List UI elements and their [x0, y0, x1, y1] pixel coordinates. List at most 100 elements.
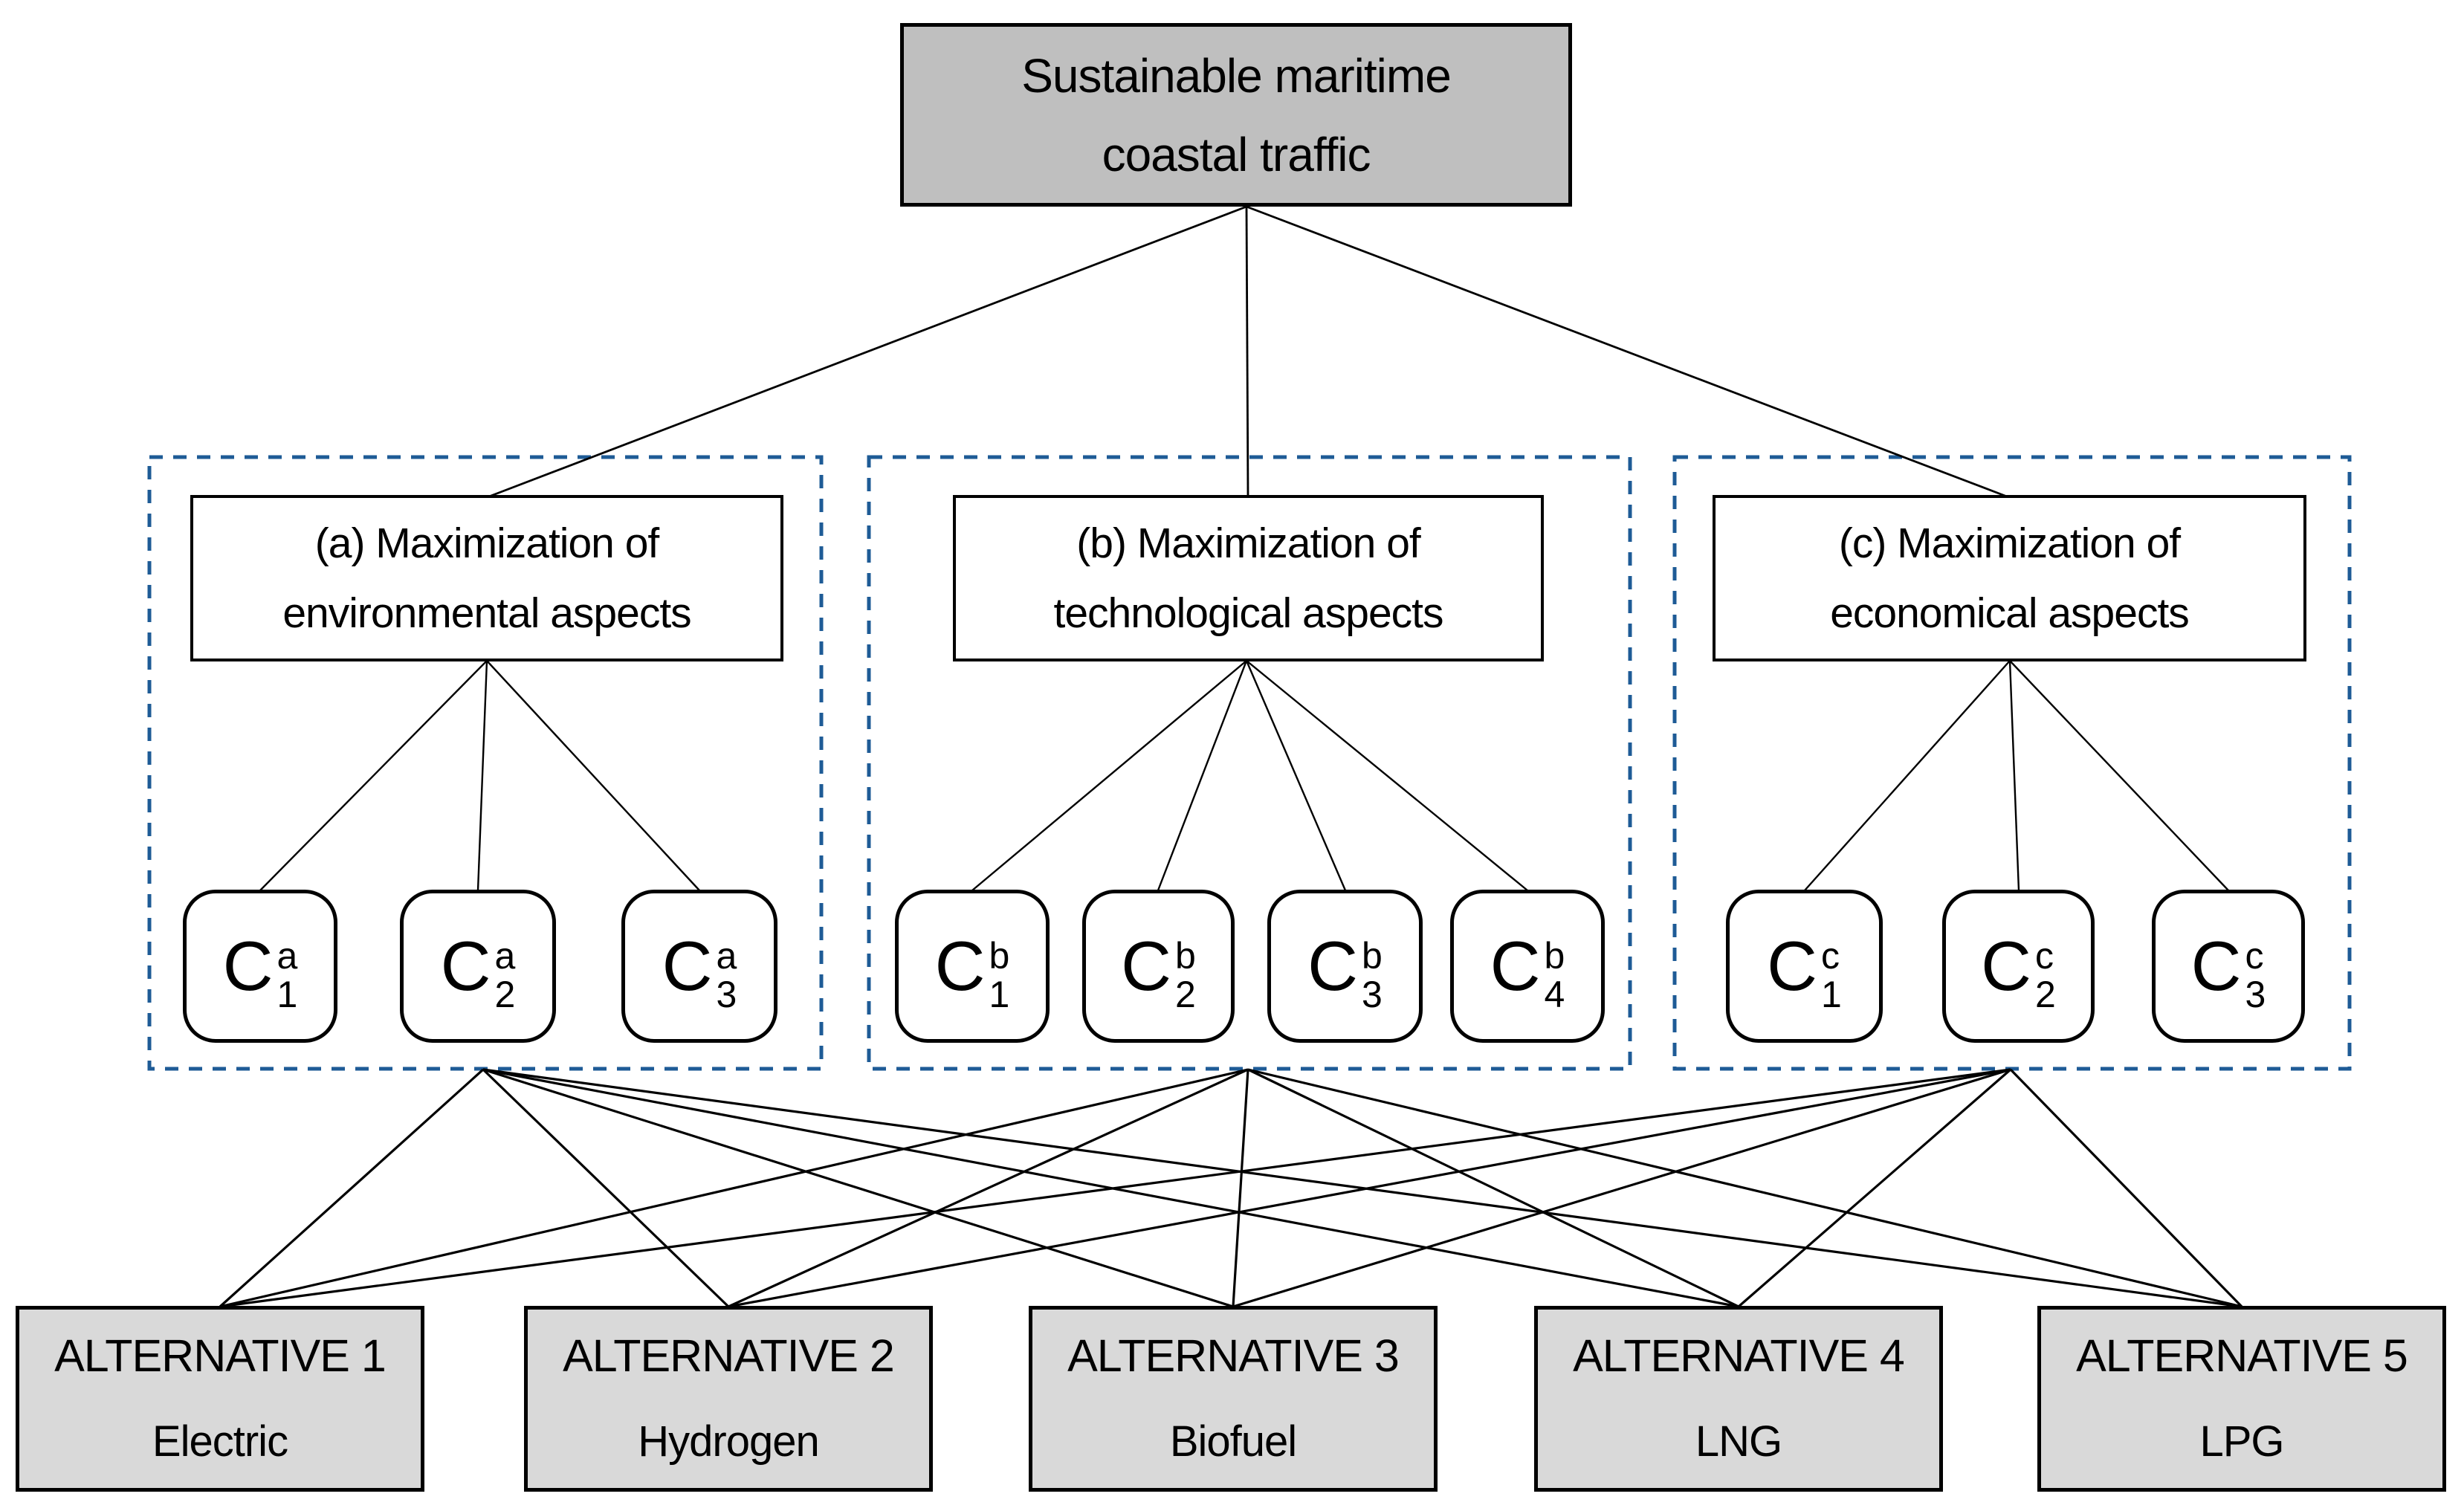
subcriterion-c1b-base: C: [934, 927, 986, 1005]
subcriterion-c1b-indices: b 1: [989, 936, 1010, 1014]
subcriterion-c4b-sup: b: [1544, 935, 1565, 977]
edge-groupc-alt2: [728, 1068, 2011, 1308]
alternative-4-name: ALTERNATIVE 4: [1573, 1330, 1905, 1381]
subcriterion-c3a-sup: a: [716, 935, 737, 977]
subcriterion-c1b-sub: 1: [989, 974, 1010, 1015]
criteria-box-a: (a) Maximization of environmental aspect…: [190, 495, 783, 661]
edge-groupb-alt2: [728, 1068, 1249, 1308]
subcriterion-c2a-sub: 2: [494, 974, 516, 1015]
subcriterion-c3c-sub: 3: [2245, 974, 2266, 1015]
alternative-2-fuel: Hydrogen: [638, 1417, 819, 1466]
edge-groupb-alt5: [1247, 1068, 2243, 1308]
criteria-box-c: (c) Maximization of economical aspects: [1713, 495, 2306, 661]
subcriterion-c4b-base: C: [1490, 927, 1541, 1005]
goal-title-line2: coastal traffic: [1102, 127, 1371, 181]
edge-groupa-alt5: [482, 1068, 2243, 1308]
subcriterion-c3c: C c 3: [2152, 890, 2305, 1043]
edge-a-c2a: [476, 660, 488, 891]
goal-box: Sustainable maritime coastal traffic: [900, 23, 1572, 207]
edge-groupb-alt4: [1247, 1068, 1739, 1308]
edge-a-c1a: [259, 660, 488, 891]
edge-groupa-alt2: [482, 1068, 730, 1308]
alternative-3-box: ALTERNATIVE 3 Biofuel: [1029, 1306, 1438, 1492]
subcriterion-c3b: C b 3: [1267, 890, 1423, 1043]
subcriterion-c3b-sup: b: [1362, 935, 1383, 977]
subcriterion-c1c-indices: c 1: [1821, 936, 1842, 1014]
criteria-b-line1: (b) Maximization of: [1076, 520, 1420, 567]
alternative-1-fuel: Electric: [152, 1417, 288, 1466]
criteria-a-line2: environmental aspects: [282, 589, 691, 637]
edge-groupb-alt1: [219, 1068, 1249, 1308]
criteria-group-c-boundary: [1672, 455, 2352, 1071]
edge-groupa-alt3: [482, 1068, 1234, 1308]
subcriterion-c3a: C a 3: [621, 890, 777, 1043]
subcriterion-c3b-sub: 3: [1362, 974, 1383, 1015]
edge-groupc-alt1: [219, 1068, 2011, 1308]
alternative-1-name: ALTERNATIVE 1: [54, 1330, 387, 1381]
criteria-box-b: (b) Maximization of technological aspect…: [953, 495, 1544, 661]
subcriterion-c1a-sup: a: [277, 935, 298, 977]
subcriterion-c1a-base: C: [222, 927, 274, 1005]
subcriterion-c4b-indices: b 4: [1545, 936, 1565, 1014]
edge-c-c1c: [1804, 660, 2011, 891]
edge-c-c2c: [2008, 660, 2020, 891]
subcriterion-c3a-indices: a 3: [717, 936, 737, 1014]
edge-goal-criteria-a: [488, 205, 1247, 498]
edge-b-c4b: [1246, 660, 1528, 891]
subcriterion-c1a-sub: 1: [277, 974, 298, 1015]
edge-goal-criteria-c: [1246, 205, 2008, 498]
subcriterion-c3b-indices: b 3: [1362, 936, 1383, 1014]
alternative-5-name: ALTERNATIVE 5: [2076, 1330, 2408, 1381]
alternative-1-box: ALTERNATIVE 1 Electric: [16, 1306, 424, 1492]
edge-a-c3a: [486, 660, 700, 891]
criteria-group-b-boundary: [867, 455, 1632, 1071]
subcriterion-c1c-sub: 1: [1821, 974, 1842, 1015]
subcriterion-c1a-indices: a 1: [277, 936, 298, 1014]
alternative-2-box: ALTERNATIVE 2 Hydrogen: [524, 1306, 933, 1492]
subcriterion-c3c-base: C: [2190, 927, 2242, 1005]
edge-b-c1b: [971, 660, 1247, 891]
subcriterion-c2c-indices: c 2: [2035, 936, 2056, 1014]
subcriterion-c1b: C b 1: [895, 890, 1050, 1043]
edge-groupc-alt4: [1737, 1068, 2012, 1308]
subcriterion-c2a-indices: a 2: [495, 936, 516, 1014]
subcriterion-c2a-sup: a: [494, 935, 516, 977]
subcriterion-c1c: C c 1: [1726, 890, 1883, 1043]
alternative-5-box: ALTERNATIVE 5 LPG: [2037, 1306, 2446, 1492]
subcriterion-c1b-sup: b: [989, 935, 1010, 977]
subcriterion-c2c-sub: 2: [2035, 974, 2056, 1015]
edge-groupb-alt3: [1232, 1069, 1249, 1307]
subcriterion-c3c-sup: c: [2245, 935, 2264, 977]
subcriterion-c1a: C a 1: [183, 890, 337, 1043]
subcriterion-c2b-base: C: [1121, 927, 1172, 1005]
subcriterion-c2a-base: C: [440, 927, 491, 1005]
subcriterion-c1c-base: C: [1767, 927, 1818, 1005]
subcriterion-c2b-indices: b 2: [1175, 936, 1196, 1014]
subcriterion-c2c: C c 2: [1942, 890, 2095, 1043]
alternative-4-box: ALTERNATIVE 4 LNG: [1534, 1306, 1943, 1492]
alternative-3-name: ALTERNATIVE 3: [1067, 1330, 1400, 1381]
alternative-3-fuel: Biofuel: [1169, 1417, 1297, 1466]
subcriterion-c2b-sup: b: [1175, 935, 1196, 977]
edge-groupc-alt3: [1232, 1068, 2011, 1308]
criteria-c-line2: economical aspects: [1830, 589, 2190, 637]
subcriterion-c3a-sub: 3: [716, 974, 737, 1015]
edge-b-c2b: [1157, 660, 1248, 891]
subcriterion-c2c-sup: c: [2035, 935, 2054, 977]
edge-groupc-alt5: [2009, 1068, 2243, 1308]
subcriterion-c4b: C b 4: [1450, 890, 1605, 1043]
subcriterion-c4b-sub: 4: [1544, 974, 1565, 1015]
subcriterion-c2b: C b 2: [1082, 890, 1235, 1043]
edge-goal-criteria-b: [1245, 206, 1249, 497]
edge-c-c3c: [2009, 660, 2229, 891]
criteria-a-line1: (a) Maximization of: [314, 520, 659, 567]
criteria-b-line2: technological aspects: [1053, 589, 1443, 637]
alternative-5-fuel: LPG: [2199, 1417, 2284, 1466]
edge-groupa-alt1: [219, 1068, 485, 1308]
alternative-2-name: ALTERNATIVE 2: [563, 1330, 895, 1381]
subcriterion-c2a: C a 2: [400, 890, 556, 1043]
subcriterion-c3a-base: C: [662, 927, 713, 1005]
subcriterion-c2b-sub: 2: [1175, 974, 1196, 1015]
